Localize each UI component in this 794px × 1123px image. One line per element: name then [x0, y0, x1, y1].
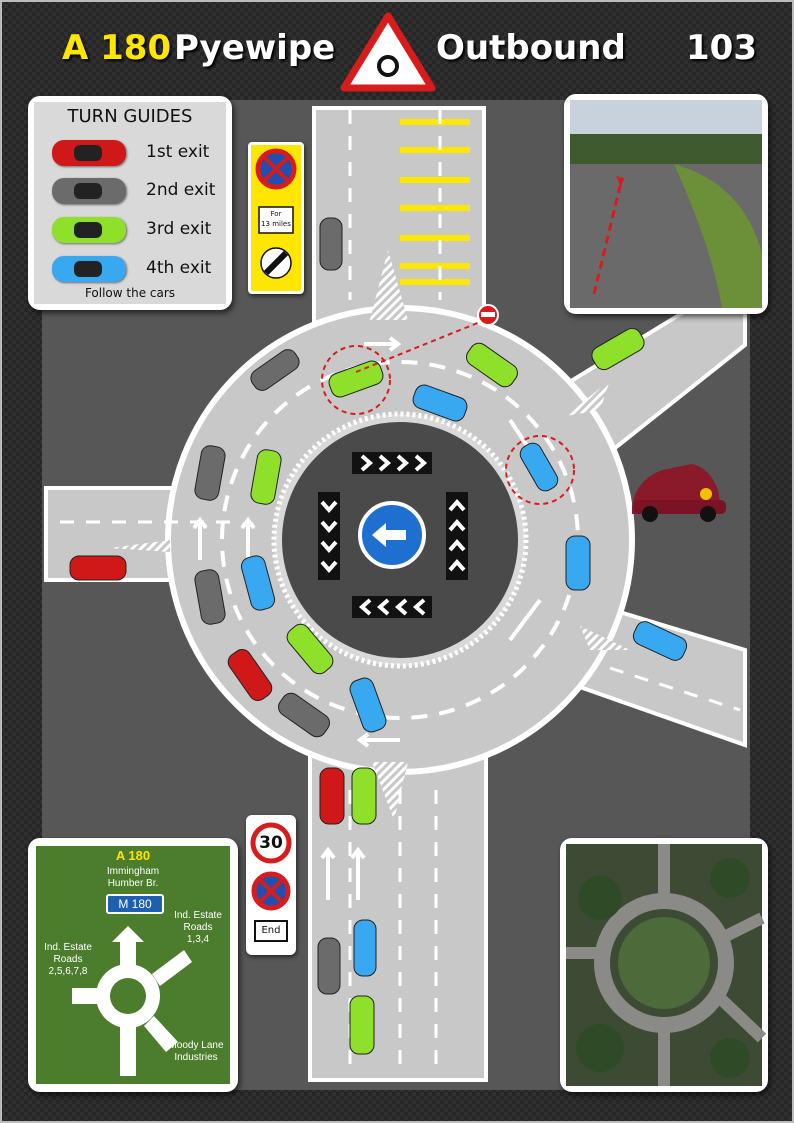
end-plate: End: [261, 925, 281, 936]
map-right-destination-1: Ind. Estate: [174, 910, 222, 921]
map-top-road: A 180: [115, 848, 151, 863]
speed-limit-value: 30: [259, 833, 283, 853]
map-top-destination-2: Humber Br.: [107, 878, 159, 889]
lane-markings: [60, 110, 741, 1070]
legend-item-label: 4th exit: [146, 258, 212, 278]
car-blue: [412, 384, 468, 422]
legend-title: TURN GUIDES: [67, 106, 193, 127]
map-top-destination-1: Immingham: [106, 866, 160, 877]
map-left-destination-2: Roads: [53, 954, 83, 965]
legend-car-icon: [52, 178, 126, 204]
clearway-sign: For 13 miles: [248, 142, 304, 294]
road-number-title: A 180: [62, 28, 172, 68]
car-gray: [194, 569, 226, 625]
map-left-destination-1: Ind. Estate: [44, 942, 92, 953]
car-gray: [278, 692, 330, 738]
map-bottom-destination-2: Industries: [174, 1052, 218, 1063]
splitter-island-ne: [566, 380, 610, 416]
splitter-island-w: [110, 540, 170, 552]
car-blue: [632, 621, 688, 661]
car-green: [286, 623, 334, 675]
direction-title: Outbound: [436, 28, 626, 68]
car-green: [328, 360, 384, 398]
legend-item-label: 1st exit: [146, 142, 210, 162]
car-blue: [240, 555, 276, 611]
map-right-destination-3: 1,3,4: [186, 934, 210, 945]
map-right-destination-2: Roads: [183, 922, 213, 933]
clearway-plate-line-1: For: [270, 210, 282, 218]
yellow-hatch-markings: [400, 119, 470, 285]
clearway-plate-line-2: 13 miles: [261, 220, 291, 228]
legend-car-icon: [52, 256, 126, 282]
no-entry-icon: [477, 304, 499, 326]
map-left-destination-3: 2,5,6,7,8: [48, 966, 88, 977]
legend-footer: Follow the cars: [84, 286, 176, 300]
splitter-island-south: [372, 762, 408, 820]
aerial-view: [560, 838, 768, 1092]
street-view-photo: [564, 94, 768, 314]
legend-car-icon: [52, 217, 126, 243]
no-stopping-icon: [251, 871, 291, 911]
turn-left-arrow-icon: [358, 501, 426, 569]
splitter-island-se: [580, 626, 630, 650]
car-blue: [349, 677, 387, 733]
car-blue: [519, 442, 559, 492]
car-red: [69, 555, 127, 581]
car-red: [319, 767, 345, 825]
map-bottom-destination-1: Moody Lane: [168, 1040, 224, 1051]
car-red: [227, 649, 273, 701]
legend-item-label: 2nd exit: [146, 180, 216, 200]
cars: [69, 217, 688, 1055]
route-map-sign: A 180 Immingham Humber Br. M 180 Ind. Es…: [28, 838, 238, 1092]
car-gray: [319, 217, 343, 271]
no-stopping-icon: [255, 148, 297, 190]
car-gray: [250, 349, 300, 391]
route-id: 103: [686, 28, 757, 68]
road-arrows: [192, 336, 542, 900]
car-blue: [353, 919, 377, 977]
motorway-badge: M 180: [106, 894, 164, 914]
splitter-island-north: [370, 250, 408, 320]
legend-item-label: 3rd exit: [146, 219, 212, 239]
highlight-markers: [321, 321, 575, 505]
road-name-title: Pyewipe: [174, 28, 336, 68]
roundabout-warning-icon: [340, 12, 436, 92]
car-green: [250, 449, 282, 505]
turn-guides-legend: TURN GUIDES 1st exit 2nd exit 3rd exit 4th …: [28, 96, 232, 310]
legend-car-icon: [52, 140, 126, 166]
car-gray: [317, 937, 341, 995]
car-green: [591, 327, 645, 371]
national-speed-limit-icon: [260, 247, 292, 279]
driving-school-car: [632, 464, 726, 522]
car-gray: [194, 445, 226, 501]
car-green: [466, 342, 518, 388]
speed-limit-sign-group: 30 End: [246, 815, 296, 955]
car-green: [349, 995, 375, 1055]
chevron-blocks: [318, 452, 468, 618]
car-blue: [565, 535, 591, 591]
car-green: [351, 767, 377, 825]
